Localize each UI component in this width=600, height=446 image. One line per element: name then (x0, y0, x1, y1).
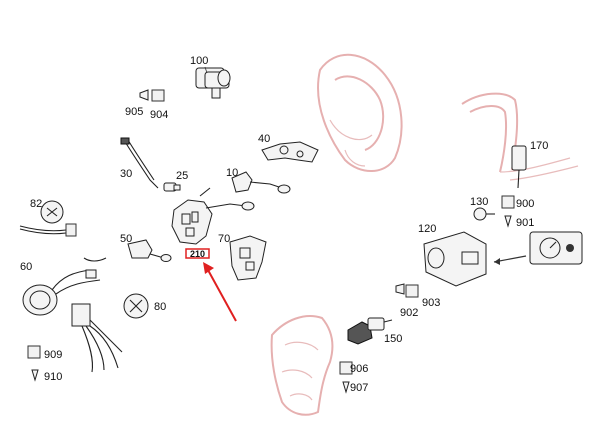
part-30[interactable]: 30 (120, 137, 159, 189)
label-130: 130 (470, 196, 488, 208)
part-25[interactable]: 25 (163, 170, 188, 192)
label-100: 100 (190, 55, 208, 67)
part-910[interactable]: 910 (31, 369, 62, 383)
label-906: 906 (350, 363, 368, 375)
part-100[interactable]: 100 (190, 55, 231, 99)
label-60: 60 (20, 261, 32, 273)
label-70: 70 (218, 233, 230, 245)
label-82: 82 (30, 198, 42, 210)
label-907: 907 (350, 382, 368, 394)
steering-wheel-outline (317, 53, 403, 172)
part-40[interactable]: 40 (258, 133, 319, 163)
part-50[interactable]: 50 (120, 233, 172, 262)
part-70[interactable]: 70 (218, 233, 267, 281)
label-25: 25 (176, 170, 188, 182)
label-150: 150 (384, 333, 402, 345)
part-60[interactable]: 60 (20, 257, 107, 316)
label-905: 905 (125, 106, 143, 118)
part-80[interactable]: 80 (71, 293, 166, 373)
highlighted-part-210[interactable]: 210 (185, 248, 210, 259)
part-82[interactable]: 82 (19, 198, 77, 237)
part-130[interactable]: 130 (470, 196, 495, 221)
dashboard-panel-outline (270, 315, 334, 416)
part-900[interactable]: 900 (501, 195, 534, 210)
part-906[interactable]: 906 (339, 361, 368, 375)
label-902: 902 (400, 307, 418, 319)
label-900: 900 (516, 198, 534, 210)
label-80: 80 (154, 301, 166, 313)
label-30: 30 (120, 168, 132, 180)
part-903[interactable]: 903 (405, 284, 440, 309)
label-210: 210 (190, 249, 205, 259)
part-901[interactable]: 901 (504, 215, 534, 229)
part-902[interactable]: 902 (395, 283, 418, 319)
label-910: 910 (44, 371, 62, 383)
part-905[interactable]: 905 (125, 89, 149, 118)
part-170[interactable]: 170 (511, 140, 548, 189)
part-904[interactable]: 904 (150, 89, 168, 121)
label-40: 40 (258, 133, 270, 145)
label-909: 909 (44, 349, 62, 361)
highlight-arrow (203, 262, 237, 322)
label-904: 904 (150, 109, 168, 121)
part-909[interactable]: 909 (27, 345, 62, 361)
label-903: 903 (422, 297, 440, 309)
part-150[interactable]: 150 (347, 317, 402, 345)
part-907[interactable]: 907 (342, 381, 368, 394)
label-50: 50 (120, 233, 132, 245)
light-switch-inset (493, 231, 583, 265)
column-switch-assembly[interactable] (171, 187, 255, 245)
part-120[interactable]: 120 (418, 223, 487, 287)
label-10: 10 (226, 167, 238, 179)
label-120: 120 (418, 223, 436, 235)
part-10[interactable]: 10 (226, 167, 291, 194)
label-901: 901 (516, 217, 534, 229)
label-170: 170 (530, 140, 548, 152)
